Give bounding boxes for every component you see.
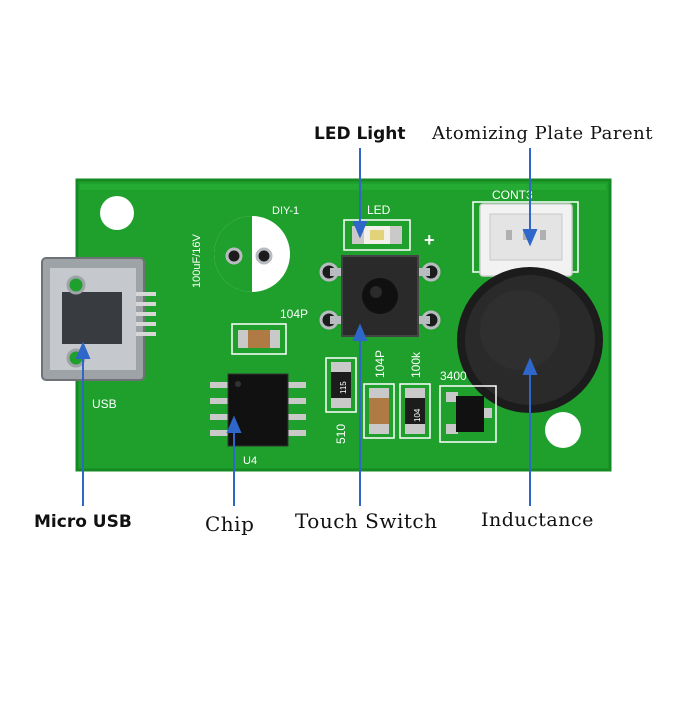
micro-usb-pointer [75, 341, 91, 506]
touch-switch-component [319, 255, 441, 337]
usb-silk-label: USB [92, 397, 117, 411]
led-light-pointer [352, 148, 368, 239]
callout-inductance: Inductance [481, 509, 594, 531]
resistor-115-label: 115 [339, 381, 348, 394]
cont3-label: CONT3 [492, 188, 533, 202]
capacitor-104p-top-label: 104P [280, 307, 308, 321]
led-silk-label: LED [367, 203, 391, 217]
atomizing-plate-pointer [522, 148, 538, 247]
resistor-100k: 100k 104 [399, 351, 431, 439]
mounting-hole-bottom-right [545, 412, 581, 448]
mounting-hole-top-left [100, 196, 134, 230]
callout-chip: Chip [205, 512, 255, 536]
callout-micro-usb: Micro USB [34, 512, 132, 532]
pointer-lines [75, 148, 538, 506]
capacitor-104p-vertical: 104P [363, 350, 395, 439]
capacitor-footprint: DIY-1 100uF/16V [191, 205, 299, 292]
micro-usb-component: USB [41, 257, 156, 411]
u4-label: U4 [243, 455, 257, 467]
resistor-510: 115 510 [325, 357, 357, 444]
resistor-100k-label: 100k [409, 351, 423, 378]
led-plus-label: + [424, 230, 435, 250]
resistor-510-label: 510 [334, 424, 348, 444]
transistor-3400-label: 3400 [440, 369, 467, 383]
transistor-3400: 3400 [439, 369, 497, 443]
touch-switch-pointer [352, 323, 368, 506]
capacitor-104p-top: 104P [231, 307, 308, 355]
callout-atomizing-plate-parent: Atomizing Plate Parent [432, 123, 653, 144]
led-component: LED + [343, 203, 435, 251]
chip-component: U4 [210, 373, 306, 467]
chip-pointer [226, 415, 242, 506]
callout-led-light: LED Light [314, 124, 406, 144]
resistor-104-label: 104 [413, 408, 422, 422]
callout-touch-switch: Touch Switch [295, 509, 438, 533]
capacitor-104p-vertical-label: 104P [373, 350, 387, 378]
capacitor-rating-label: 100uF/16V [191, 234, 203, 288]
inductance-component [457, 267, 603, 413]
diy1-label: DIY-1 [272, 205, 299, 217]
inductance-pointer [522, 357, 538, 506]
